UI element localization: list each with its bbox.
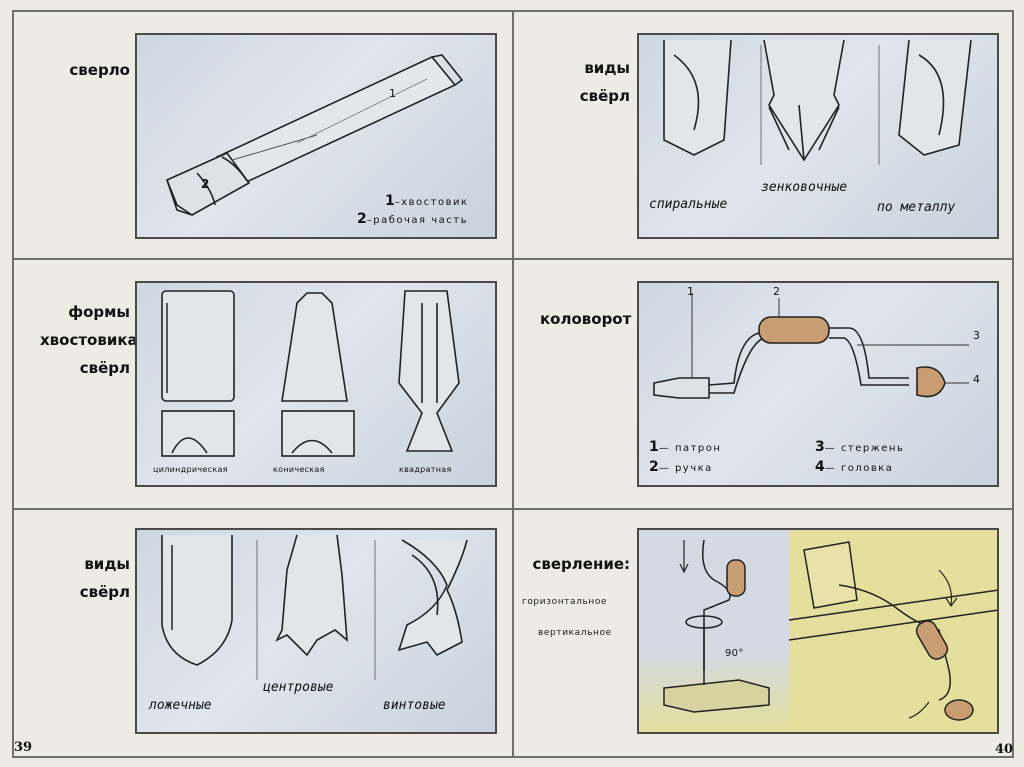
brace-callout-3: 3: [973, 329, 980, 342]
callout-1: 1: [389, 87, 396, 100]
caption-metal: по металлу: [877, 200, 955, 215]
brace-legend-4: 4— головка: [815, 459, 893, 475]
callout-2: 2: [201, 177, 210, 191]
mode-vertical: вертикальное: [538, 628, 612, 638]
drill-types-top-panel: спиральные зенковочные по металлу: [637, 33, 999, 239]
caption-spoon: ложечные: [149, 698, 212, 713]
page-number-right: 40: [995, 742, 1013, 757]
shank-forms-illustration: [137, 283, 497, 487]
brace-callout-2: 2: [773, 285, 780, 298]
caption-cylindrical: цилиндрическая: [153, 465, 228, 474]
caption-square: квадратная: [399, 465, 452, 474]
drill-types-bottom-title: виды свёрл: [60, 550, 130, 606]
drill-legend-1: 1–хвостовик: [385, 193, 469, 209]
drilling-panel: 90°: [637, 528, 999, 734]
mode-horizontal: горизонтальное: [522, 597, 607, 607]
shank-forms-title: формы хвостовика свёрл: [40, 298, 130, 382]
shank-forms-panel: цилиндрическая коническая квадратная: [135, 281, 497, 487]
caption-spiral: спиральные: [649, 197, 727, 212]
brace-callout-4: 4: [973, 373, 980, 386]
drill-legend-2: 2–рабочая часть: [357, 211, 468, 227]
brace-legend-1: 1— патрон: [649, 439, 721, 455]
drill-types-top-title: виды свёрл: [560, 54, 630, 110]
caption-conical: коническая: [273, 465, 325, 474]
drill-title: сверло: [60, 56, 130, 84]
brace-title: коловорот: [540, 305, 630, 333]
drilling-illustration: [639, 530, 999, 734]
brace-illustration: [639, 283, 999, 487]
page-number-left: 39: [14, 740, 32, 755]
angle-label: 90°: [725, 648, 744, 659]
caption-center: центровые: [263, 680, 333, 695]
drilling-title: сверление:: [520, 550, 630, 578]
caption-countersink: зенковочные: [761, 180, 847, 195]
drill-panel: 1 2 1–хвостовик 2–рабочая часть: [135, 33, 497, 239]
caption-screw: винтовые: [383, 698, 446, 713]
brace-legend-3: 3— стержень: [815, 439, 904, 455]
brace-legend-2: 2— ручка: [649, 459, 713, 475]
brace-panel: 1 2 3 4 1— патрон 2— ручка 3— стержень 4…: [637, 281, 999, 487]
brace-callout-1: 1: [687, 285, 694, 298]
drill-types-bottom-panel: ложечные центровые винтовые: [135, 528, 497, 734]
